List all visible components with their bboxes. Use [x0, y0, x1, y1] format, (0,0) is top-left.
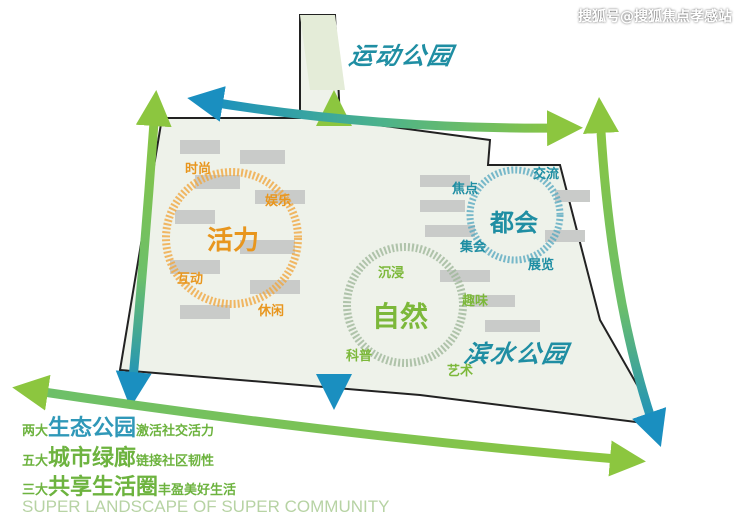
sports-park-label: 运动公园 [347, 42, 457, 70]
nature-tag: 科普 [346, 349, 373, 364]
slogan-prefix: 三大 [22, 483, 49, 498]
vitality-ring [162, 168, 302, 308]
vitality-tag: 休闲 [258, 304, 285, 319]
urban-tag: 集会 [460, 240, 487, 255]
slogan-suffix: 激活社交活力 [136, 424, 215, 439]
urban-tag: 焦点 [452, 182, 479, 197]
vitality-tag: 时尚 [185, 162, 212, 177]
building-blocks [170, 140, 590, 332]
top-corridor-arrow [187, 86, 583, 147]
nature-tag: 趣味 [462, 294, 489, 309]
north-park-area [300, 15, 345, 90]
vitality-tag: 娱乐 [265, 194, 292, 209]
vitality-title: 活力 [207, 226, 260, 256]
nature-title: 自然 [372, 300, 429, 333]
waterfront-park-label: 滨水公园 [462, 340, 572, 368]
tagline: SUPER LANDSCAPE OF SUPER COMMUNITY [22, 497, 390, 516]
slogan-line: 两大生态公园激活社交活力 [22, 410, 214, 442]
watermark: 搜狐号@搜狐焦点孝感站 [578, 9, 732, 25]
slogan-highlight: 共享生活圈 [48, 475, 159, 500]
slogan-prefix: 五大 [22, 454, 49, 469]
slogan-suffix: 丰盈美好生活 [158, 483, 237, 498]
nature-tag: 沉浸 [378, 266, 405, 281]
nature-tag: 艺术 [447, 364, 474, 379]
urban-tag: 展览 [528, 258, 555, 273]
slogan-line: 五大城市绿廊链接社区韧性 [22, 440, 214, 472]
left-corridor-arrow [115, 90, 172, 408]
slogan-suffix: 链接社区韧性 [136, 454, 215, 469]
slogan-highlight: 城市绿廊 [48, 446, 137, 471]
slogan-highlight: 生态公园 [48, 416, 137, 441]
urban-tag: 交流 [533, 167, 560, 182]
slogan-prefix: 两大 [22, 424, 49, 439]
urban-ring [466, 166, 564, 264]
slogan-line: 三大共享生活圈丰盈美好生活 [22, 469, 236, 501]
bottom-corridor-arrow [12, 374, 646, 477]
urban-title: 都会 [490, 209, 538, 237]
vitality-tag: 互动 [177, 272, 204, 287]
